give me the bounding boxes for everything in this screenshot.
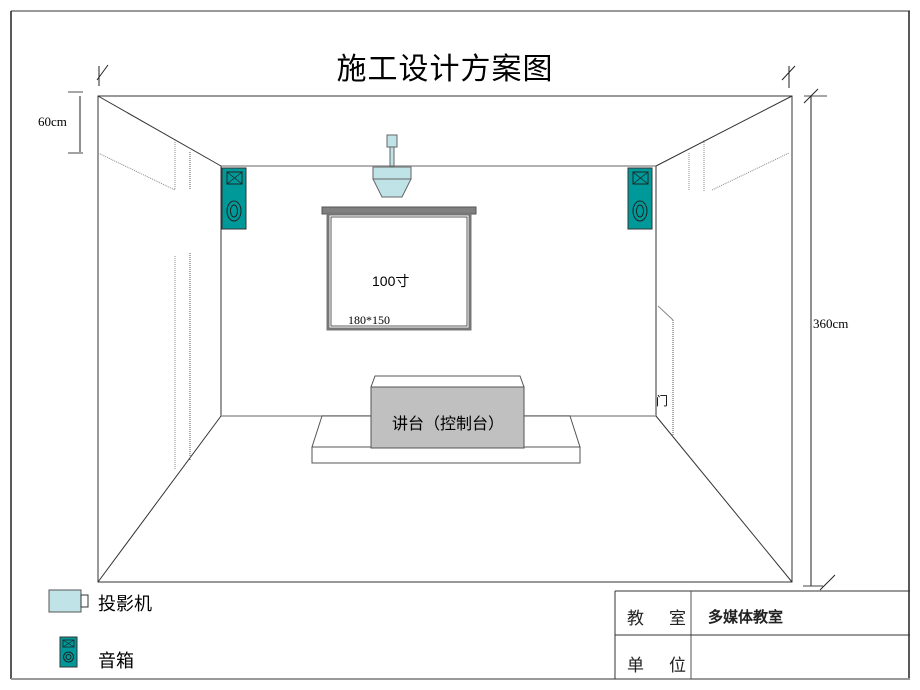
projector-ceiling (372, 134, 412, 198)
left-window-line (97, 152, 176, 191)
dimension-label-360cm: 360cm (813, 316, 849, 331)
door-top (657, 305, 674, 321)
page-title: 施工设计方案图 (336, 52, 554, 87)
door-label: 门 (656, 394, 669, 408)
title-block-unit-label-b: 位 (669, 656, 686, 676)
podium-label: 讲台（控制台） (391, 414, 504, 433)
speaker-right (627, 167, 653, 230)
screen-dimension-label: 180*150 (348, 313, 390, 327)
perspective-tl (97, 95, 222, 167)
legend-speaker-icon (59, 636, 78, 668)
podium-platform (311, 375, 581, 464)
perspective-bl (97, 415, 222, 583)
legend-speaker-label: 音箱 (98, 651, 134, 672)
legend-projector-label: 投影机 (98, 594, 152, 615)
room-outline (97, 95, 793, 583)
dimension-label-60cm: 60cm (38, 114, 67, 129)
legend-projector-icon (48, 589, 89, 613)
right-window-line (711, 152, 790, 191)
speaker-left (221, 167, 247, 230)
perspective-tr (655, 95, 793, 167)
title-block-classroom-label-a: 教 (627, 609, 644, 629)
screen-size-label: 100寸 (372, 273, 410, 289)
perspective-br (655, 415, 793, 583)
title-block (614, 590, 910, 679)
title-block-classroom-value: 多媒体教室 (708, 608, 784, 626)
title-block-classroom-label-b: 室 (669, 609, 686, 629)
title-block-unit-label-a: 单 (627, 656, 644, 676)
projection-screen (321, 206, 477, 331)
dim360-tick-bottom (819, 574, 836, 591)
